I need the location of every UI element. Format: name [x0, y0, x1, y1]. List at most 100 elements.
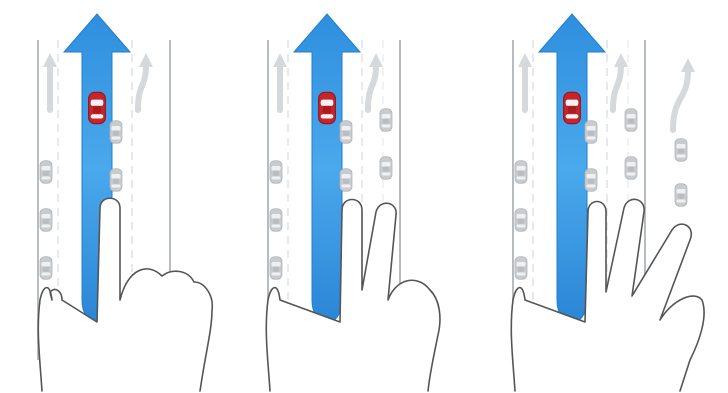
other-car-farthest-1-rear-window: [677, 155, 686, 158]
other-car-farthest-2-roof: [678, 194, 684, 199]
other-car-left-2-windshield: [272, 214, 281, 219]
other-car-left-2-windshield: [517, 214, 526, 219]
other-car-left-3: [40, 257, 52, 280]
panel-two-finger: [266, 14, 440, 391]
other-car-right-2-rear-window: [342, 185, 351, 188]
other-car-left-1-windshield: [272, 166, 281, 171]
other-car-left-3-rear-window: [42, 273, 51, 276]
other-car-farthest-2-rear-window: [677, 200, 686, 203]
other-car-farthest-1: [675, 139, 687, 162]
other-car-far-1: [380, 109, 392, 132]
other-car-left-3: [515, 257, 527, 280]
other-car-left-1-windshield: [517, 166, 526, 171]
other-car-far-2: [625, 157, 637, 180]
other-car-right-2-roof: [113, 179, 119, 184]
ghost-arrow-left-head: [518, 53, 532, 67]
other-car-right-1-roof: [113, 131, 119, 136]
own-car-windshield: [566, 100, 579, 106]
ghost-arrow-right-stem: [138, 65, 146, 110]
other-car-left-2: [40, 209, 52, 232]
other-car-farthest-2-windshield: [677, 189, 686, 194]
other-car-right-1-rear-window: [342, 137, 351, 140]
other-car-farthest-1-roof: [678, 149, 684, 154]
other-car-left-3-windshield: [272, 262, 281, 267]
hand-one-finger: [38, 198, 212, 391]
other-car-left-1: [40, 161, 52, 184]
other-car-right-2-windshield: [112, 174, 121, 179]
other-car-left-3-roof: [273, 267, 279, 272]
other-car-left-1-rear-window: [517, 177, 526, 180]
ghost-arrow-left-head: [273, 53, 287, 67]
other-car-far-2-windshield: [627, 162, 636, 167]
own-car-roof: [568, 106, 576, 113]
other-car-right-2-roof: [343, 179, 349, 184]
other-car-left-2-windshield: [42, 214, 51, 219]
ghost-arrow-left: [273, 53, 287, 110]
other-car-right-1-windshield: [112, 126, 121, 131]
other-car-right-2: [110, 169, 122, 192]
other-car-left-3-windshield: [517, 262, 526, 267]
ghost-arrow-right-stem: [368, 65, 376, 110]
other-car-right-2-roof: [588, 179, 594, 184]
other-car-right-1: [340, 121, 352, 144]
other-car-farthest-2: [675, 184, 687, 207]
other-car-far-1-roof: [383, 119, 389, 124]
own-car-roof: [323, 106, 331, 113]
other-car-left-1-rear-window: [42, 177, 51, 180]
own-car-roof: [93, 106, 101, 113]
other-car-right-1: [585, 121, 597, 144]
ghost-arrow-left: [518, 53, 532, 110]
other-car-left-2-rear-window: [272, 225, 281, 228]
other-car-left-1: [270, 161, 282, 184]
own-car-rear-window: [91, 114, 104, 118]
other-car-right-2-windshield: [587, 174, 596, 179]
own-car: [564, 92, 581, 124]
panel-one-finger: [38, 14, 212, 391]
own-car-rear-window: [321, 114, 334, 118]
other-car-left-2: [270, 209, 282, 232]
ghost-arrow-right: [368, 53, 383, 110]
other-car-far-1-windshield: [627, 114, 636, 119]
other-car-right-1: [110, 121, 122, 144]
ghost-arrow-left-head: [43, 53, 57, 67]
other-car-right-1-roof: [343, 131, 349, 136]
other-car-right-2: [340, 169, 352, 192]
other-car-far-1-rear-window: [627, 125, 636, 128]
other-car-right-1-rear-window: [587, 137, 596, 140]
other-car-left-2-rear-window: [517, 225, 526, 228]
other-car-right-2-windshield: [342, 174, 351, 179]
other-car-left-3-roof: [518, 267, 524, 272]
other-car-right-2-rear-window: [112, 185, 121, 188]
other-car-left-3: [270, 257, 282, 280]
other-car-left-2-rear-window: [42, 225, 51, 228]
other-car-right-1-roof: [588, 131, 594, 136]
other-car-left-1-rear-window: [272, 177, 281, 180]
own-car-windshield: [321, 100, 334, 106]
ghost-arrow-right-head: [369, 53, 383, 67]
own-car-rear-window: [566, 114, 579, 118]
other-car-left-3-roof: [43, 267, 49, 272]
other-car-left-2: [515, 209, 527, 232]
hand-two-finger: [266, 200, 440, 392]
other-car-far-2-rear-window: [382, 173, 391, 176]
other-car-farthest-1-windshield: [677, 144, 686, 149]
ghost-arrow-right-head: [614, 53, 628, 67]
ghost-arrow-left: [43, 53, 57, 110]
ghost-arrow-right-head: [139, 53, 153, 67]
other-car-left-1-roof: [43, 171, 49, 176]
other-car-left-1-roof: [518, 171, 524, 176]
other-car-right-1-windshield: [342, 126, 351, 131]
ghost-arrow-far-right-stem: [673, 70, 688, 130]
other-car-left-1: [515, 161, 527, 184]
other-car-right-2-rear-window: [587, 185, 596, 188]
own-car: [319, 92, 336, 124]
other-car-left-3-windshield: [42, 262, 51, 267]
other-car-far-1-windshield: [382, 114, 391, 119]
other-car-left-3-rear-window: [517, 273, 526, 276]
ghost-arrow-right: [613, 53, 628, 110]
other-car-left-1-windshield: [42, 166, 51, 171]
other-car-far-1: [625, 109, 637, 132]
other-car-far-2-roof: [628, 167, 634, 172]
other-car-left-1-roof: [273, 171, 279, 176]
